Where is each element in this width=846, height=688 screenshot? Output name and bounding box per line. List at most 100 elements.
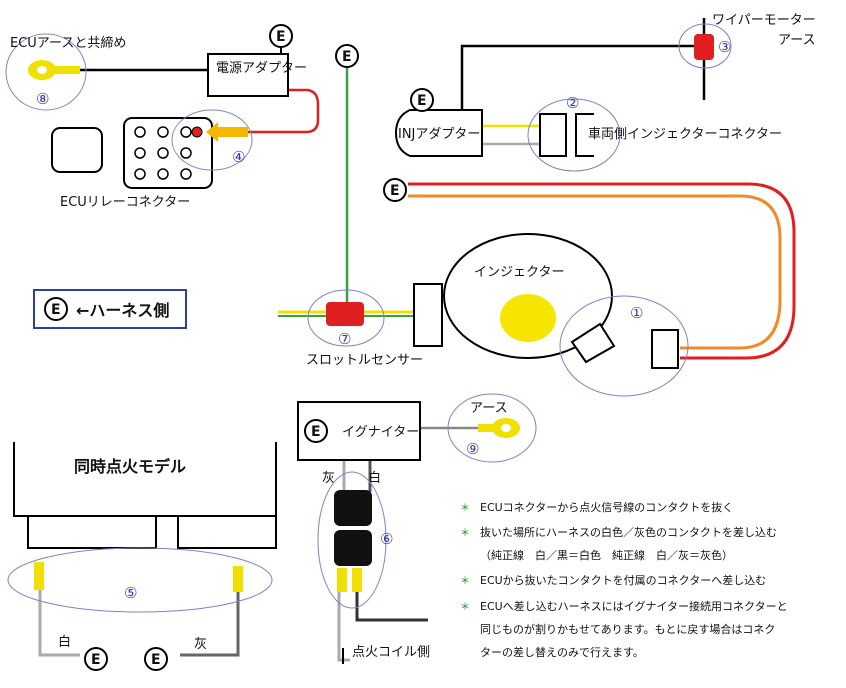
ground-marker-gray	[144, 647, 168, 671]
ground-marker-white	[84, 647, 108, 671]
legend-ground-marker-text: E	[51, 302, 61, 318]
ground-marker-white-text: E	[91, 652, 101, 668]
label-white-bottom: 白	[58, 634, 71, 650]
circle-5	[7, 547, 273, 613]
wire-model-gray	[180, 590, 240, 657]
injector-connector	[651, 329, 679, 369]
terminal-6-left	[337, 568, 347, 592]
note-1-bullet: ＊	[460, 528, 470, 539]
connector-6-bottom	[334, 530, 372, 566]
label-gray-bottom: 灰	[194, 637, 207, 652]
terminal-5-right	[233, 566, 243, 592]
ring-tab-8	[54, 66, 80, 74]
ground-marker-green	[335, 44, 359, 68]
wire-model-white	[38, 590, 80, 657]
label-gray: 灰	[322, 471, 335, 486]
relay-pin-red	[191, 126, 203, 138]
terminal-5-left	[34, 562, 44, 590]
circle-9	[447, 393, 537, 463]
legend-ground-marker	[44, 297, 68, 321]
ground-marker-loop-text: E	[390, 183, 400, 199]
circle-3	[678, 23, 732, 69]
number-2: ②	[566, 94, 579, 112]
label-inj-adapter: INJアダプター	[398, 127, 480, 142]
model-connector-right	[177, 515, 277, 549]
throttle-body-block	[413, 283, 443, 347]
number-6: ⑥	[380, 530, 393, 548]
connector-6-top	[334, 490, 372, 526]
note-3: ECUから抜いたコンタクトを付属のコネクターへ差し込む	[480, 573, 766, 587]
wire-wiper-ground	[460, 44, 696, 110]
notes-block: ＊ ECUコネクターから点火信号線のコンタクトを抜く ＊ 抜いた場所にハーネスの…	[460, 500, 788, 659]
ring-tab-9	[478, 424, 500, 432]
circle-8	[5, 33, 87, 111]
circle-7	[307, 289, 385, 347]
label-injector: インジェクター	[474, 265, 564, 280]
wire-orange	[408, 194, 782, 350]
ground-marker-igniter-text: E	[311, 424, 321, 440]
label-ecu-relay-connector: ECUリレーコネクター	[60, 195, 190, 210]
number-7: ⑦	[338, 330, 351, 348]
note-4: ECUへ差し込むハーネスにはイグナイター接続用コネクターと	[480, 599, 788, 613]
ground-marker-inj	[410, 88, 434, 112]
label-throttle-sensor: スロットルセンサー	[306, 353, 423, 368]
number-1: ①	[630, 304, 643, 322]
note-3-bullet: ＊	[460, 576, 470, 587]
ground-marker-gray-text: E	[151, 652, 161, 668]
legend-box	[33, 289, 187, 329]
ground-marker-green-text: E	[342, 49, 352, 65]
wire-coil-black	[355, 592, 428, 622]
label-power-adapter: 電源アダプター	[216, 61, 307, 76]
relay-blank-block	[51, 127, 103, 173]
vehicle-connector-right	[575, 113, 594, 157]
relay-pins	[134, 126, 192, 180]
legend-harness-side: ←ハーネス側	[76, 301, 169, 320]
circle-6	[317, 471, 387, 609]
inj-adapter	[394, 109, 483, 157]
number-9: ⑨	[466, 440, 479, 458]
number-5: ⑤	[124, 584, 137, 602]
injector-nozzle	[500, 294, 556, 342]
ground-marker-igniter	[304, 419, 328, 443]
number-3: ③	[718, 38, 731, 56]
label-white: 白	[368, 470, 381, 486]
note-2: （純正線 白／黒＝白色 純正線 白／灰＝灰色）	[480, 548, 733, 562]
wiper-connector	[694, 34, 714, 60]
ring-hole-8	[37, 66, 47, 74]
label-ecu-ground: ECUアースと共締め	[10, 35, 126, 51]
ground-marker-inj-text: E	[417, 93, 427, 109]
model-ecu-outline	[13, 442, 277, 517]
circle-1	[559, 295, 689, 397]
throttle-connector	[326, 302, 364, 326]
note-1: 抜いた場所にハーネスの白色／灰色のコンタクトを差し込む	[480, 525, 777, 539]
note-0: ECUコネクターから点火信号線のコンタクトを抜く	[480, 500, 733, 514]
vehicle-connector-left	[539, 113, 567, 157]
power-adapter	[207, 53, 289, 97]
label-vehicle-inj-connector: 車両側インジェクターコネクター	[588, 127, 782, 142]
ground-marker-power-text: E	[276, 29, 286, 45]
label-igniter: イグナイター	[342, 425, 419, 440]
injector-tab	[570, 322, 616, 364]
ground-marker-loop	[383, 178, 407, 202]
label-simultaneous-model: 同時点火モデル	[74, 457, 186, 476]
label-wiper-ground: アース	[778, 33, 816, 48]
terminal-6-right	[352, 568, 362, 592]
number-8: ⑧	[36, 90, 49, 108]
circle-2	[527, 98, 621, 172]
ground-marker-power	[269, 24, 293, 48]
note-5: 同じものが割りかもせてあります。もとに戻す場合はコネク	[480, 622, 775, 636]
circle-4	[171, 109, 253, 171]
label-coil-side: 点火コイル側	[352, 645, 430, 660]
note-6: ターの差し替えのみで行えます。	[480, 645, 644, 659]
model-connector-left	[27, 515, 157, 549]
note-0-bullet: ＊	[460, 503, 470, 514]
arrow-yellow-icon	[206, 122, 248, 142]
wire-red-loop	[408, 182, 796, 360]
wire-red-relay	[248, 88, 320, 134]
number-4: ④	[232, 148, 245, 166]
wire-coil-gray	[337, 592, 350, 662]
note-4-bullet: ＊	[460, 602, 470, 613]
ring-hole-9	[501, 424, 511, 432]
